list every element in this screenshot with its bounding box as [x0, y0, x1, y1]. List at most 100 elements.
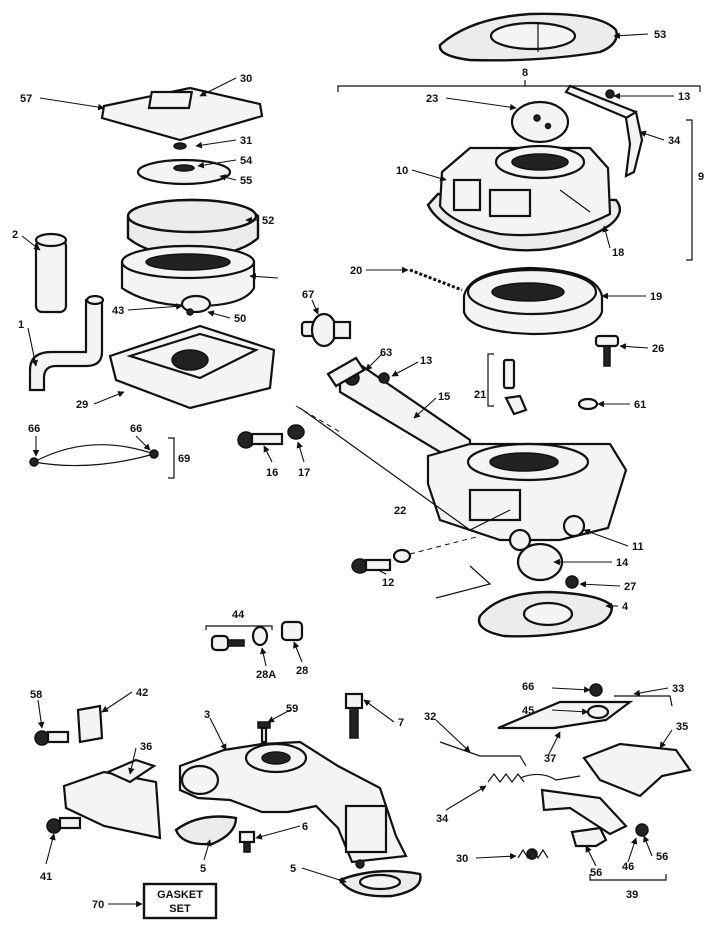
label-45: 45	[522, 705, 534, 717]
part-clamp-69	[29, 444, 159, 467]
part-screw-41	[46, 816, 82, 834]
part-inlet-needle	[487, 353, 528, 416]
part-screw-59	[257, 721, 271, 744]
label-32: 32	[424, 711, 436, 723]
gasket-set-line1: GASKET	[157, 889, 203, 901]
label-5: 5	[290, 863, 296, 875]
label-28A: 28A	[256, 669, 276, 681]
bracket-group-9	[686, 119, 693, 261]
label-53: 53	[654, 29, 666, 41]
label-36: 36	[140, 741, 152, 753]
label-18: 18	[612, 247, 624, 259]
part-intake-manifold	[178, 740, 408, 869]
label-8: 8	[522, 67, 528, 79]
part-spring-34	[487, 773, 525, 783]
part-carburetor-top-body	[426, 144, 622, 252]
bracket-group-39	[589, 874, 667, 881]
label-21: 21	[474, 389, 486, 401]
part-screw-25	[594, 334, 620, 367]
part-screw-44	[205, 620, 304, 652]
label-9: 9	[698, 171, 704, 183]
label-13b: 13	[420, 355, 432, 367]
bracket-group-8	[337, 80, 701, 92]
label-61: 61	[634, 399, 646, 411]
dash-connector	[435, 565, 492, 599]
label-66-bottom: 66	[522, 681, 534, 693]
label-29: 29	[76, 399, 88, 411]
label-16: 16	[266, 467, 278, 479]
label-46: 46	[622, 861, 634, 873]
label-50: 50	[234, 313, 246, 325]
label-28: 28	[296, 665, 308, 677]
part-float-pin	[409, 268, 463, 292]
part-valve-lever-63	[326, 356, 390, 388]
label-55: 55	[240, 175, 252, 187]
label-34b: 34	[436, 813, 449, 825]
label-39: 39	[626, 889, 638, 901]
label-57: 57	[20, 93, 32, 105]
label-15: 15	[438, 391, 450, 403]
label-56-right: 56	[656, 851, 668, 863]
part-idle-screw-12	[351, 535, 481, 574]
part-breather-tube-2	[34, 232, 68, 314]
label-35: 35	[676, 721, 688, 733]
label-2: 2	[12, 229, 18, 241]
part-number-labels: 53 8 23 13 57 30 31 54 55 34 10 9 18 2 5…	[12, 29, 704, 911]
label-1: 1	[18, 319, 24, 331]
label-17: 17	[298, 467, 310, 479]
part-screw-8	[238, 830, 256, 853]
part-carburetor-body	[338, 364, 628, 552]
part-washer-61	[577, 397, 599, 411]
part-primer-67	[300, 312, 352, 348]
label-26: 26	[652, 343, 664, 355]
label-63: 63	[380, 347, 392, 359]
label-14: 14	[616, 557, 629, 569]
part-float	[462, 266, 604, 336]
label-70: 70	[92, 899, 104, 911]
part-screw-27	[565, 575, 579, 589]
part-spring-30	[517, 848, 549, 860]
part-bracket-36	[62, 758, 162, 840]
bracket-group-69	[168, 437, 175, 479]
label-6: 6	[302, 821, 308, 833]
part-bolt-7	[344, 692, 364, 739]
label-69: 69	[178, 453, 190, 465]
label-20: 20	[350, 265, 362, 277]
label-66-right: 66	[130, 423, 142, 435]
label-52-top: 52	[262, 215, 274, 227]
label-41: 41	[40, 871, 52, 883]
part-throttle-disc	[510, 100, 570, 144]
part-air-cleaner-base	[108, 324, 276, 410]
part-gasket-5	[338, 869, 422, 898]
label-44: 44	[232, 609, 245, 621]
label-23: 23	[426, 93, 438, 105]
part-bolt-16	[237, 424, 305, 449]
label-13: 13	[678, 91, 690, 103]
part-mounting-gasket-4	[477, 590, 614, 638]
label-33: 33	[672, 683, 684, 695]
label-10: 10	[396, 165, 408, 177]
part-gasket-6	[174, 815, 238, 846]
label-27: 27	[624, 581, 636, 593]
label-66-left: 66	[28, 423, 40, 435]
label-22: 22	[394, 505, 406, 517]
label-11: 11	[632, 541, 644, 553]
part-screw-58	[34, 730, 70, 746]
gasket-set-box: GASKET SET	[142, 882, 218, 920]
part-element-cover	[136, 158, 232, 186]
part-elbow-tube-1	[28, 294, 105, 392]
label-56: 56	[590, 867, 602, 879]
leader-lines	[21, 32, 674, 908]
label-30: 30	[240, 73, 252, 85]
label-30b: 30	[456, 853, 468, 865]
label-19: 19	[650, 291, 662, 303]
part-throttle-shaft	[564, 84, 644, 178]
label-5-small: 5	[200, 863, 206, 875]
label-37: 37	[544, 753, 556, 765]
gasket-set-line2: SET	[169, 903, 191, 915]
label-59: 59	[286, 703, 298, 715]
part-governor-linkage	[439, 683, 692, 860]
part-grommet-43	[180, 294, 212, 316]
bracket-group-22-line	[299, 407, 511, 531]
